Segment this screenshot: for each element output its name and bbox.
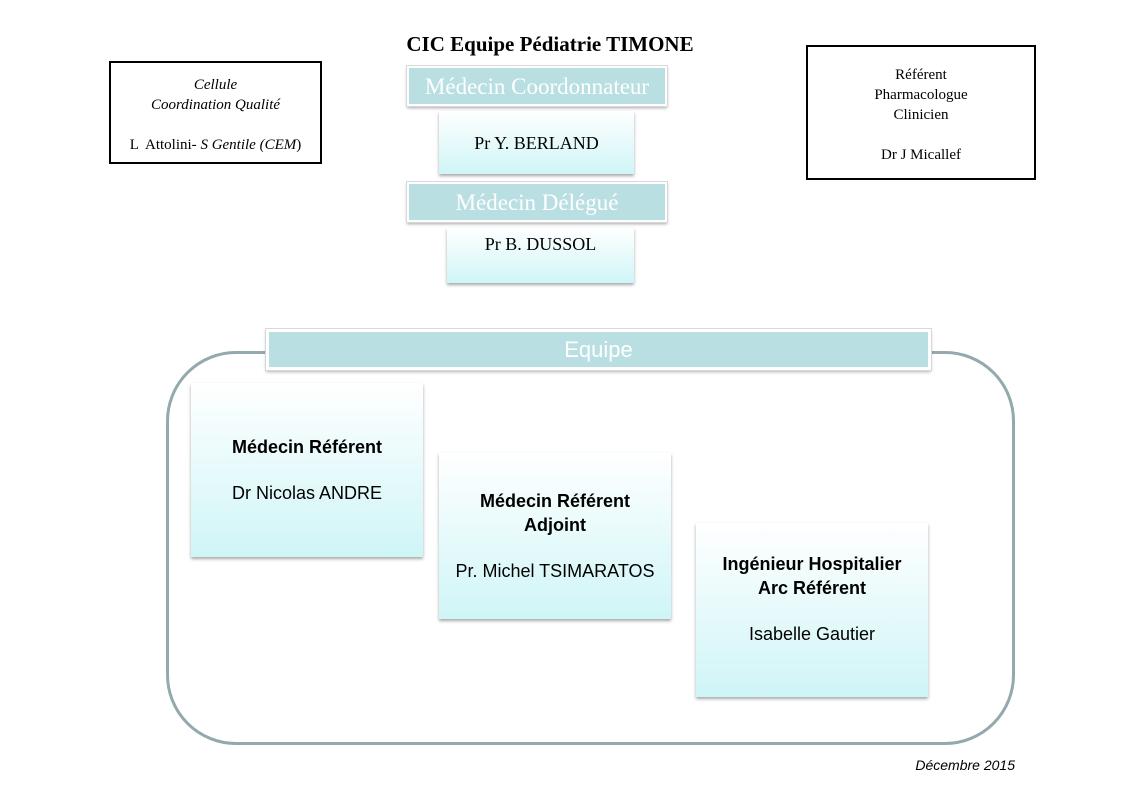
footer-date: Décembre 2015 — [915, 757, 1015, 773]
team-member-role-line2: Arc Référent — [757, 578, 867, 598]
team-member-name: Dr Nicolas ANDRE — [231, 483, 383, 503]
pharmacology-box: Référent Pharmacologue Clinicien Dr J Mi… — [806, 45, 1036, 180]
quality-cell-box: Cellule Coordination Qualité L Attolini-… — [109, 61, 322, 164]
team-banner: Equipe — [265, 328, 932, 371]
team-member-name: Pr. Michel TSIMARATOS — [455, 561, 655, 581]
coordinator-name-card: Pr Y. BERLAND — [439, 111, 634, 174]
delegate-role-banner: Médecin Délégué — [406, 181, 668, 223]
page-title: CIC Equipe Pédiatrie TIMONE — [406, 32, 694, 56]
pharmacology-name: Dr J Micallef — [881, 147, 961, 163]
team-member-role-line2: Adjoint — [524, 515, 586, 535]
team-member-name: Isabelle Gautier — [748, 624, 876, 644]
delegate-name-card: Pr B. DUSSOL — [447, 228, 634, 283]
pharmacology-line2: Pharmacologue — [874, 87, 968, 103]
team-member-card: Médecin Référent Adjoint Pr. Michel TSIM… — [439, 453, 671, 619]
quality-cell-name-regular: L Attolini- — [129, 137, 201, 153]
team-member-card: Ingénieur Hospitalier Arc Référent Isabe… — [696, 523, 928, 697]
quality-cell-names: L Attolini- S Gentile (CEM) — [111, 135, 320, 155]
pharmacology-line1: Référent — [895, 67, 947, 83]
quality-cell-line1: Cellule — [193, 77, 238, 93]
coordinator-role-banner: Médecin Coordonnateur — [406, 65, 668, 107]
quality-cell-line2: Coordination Qualité — [150, 97, 281, 113]
quality-cell-name-italic: S Gentile (CEM — [200, 137, 297, 153]
team-member-role: Ingénieur Hospitalier — [722, 554, 902, 574]
team-member-role: Médecin Référent — [479, 491, 631, 511]
pharmacology-line3: Clinicien — [893, 107, 949, 123]
team-member-role: Médecin Référent — [231, 437, 383, 457]
team-member-card: Médecin Référent Dr Nicolas ANDRE — [191, 383, 423, 557]
quality-cell-name-close: ) — [296, 137, 302, 153]
